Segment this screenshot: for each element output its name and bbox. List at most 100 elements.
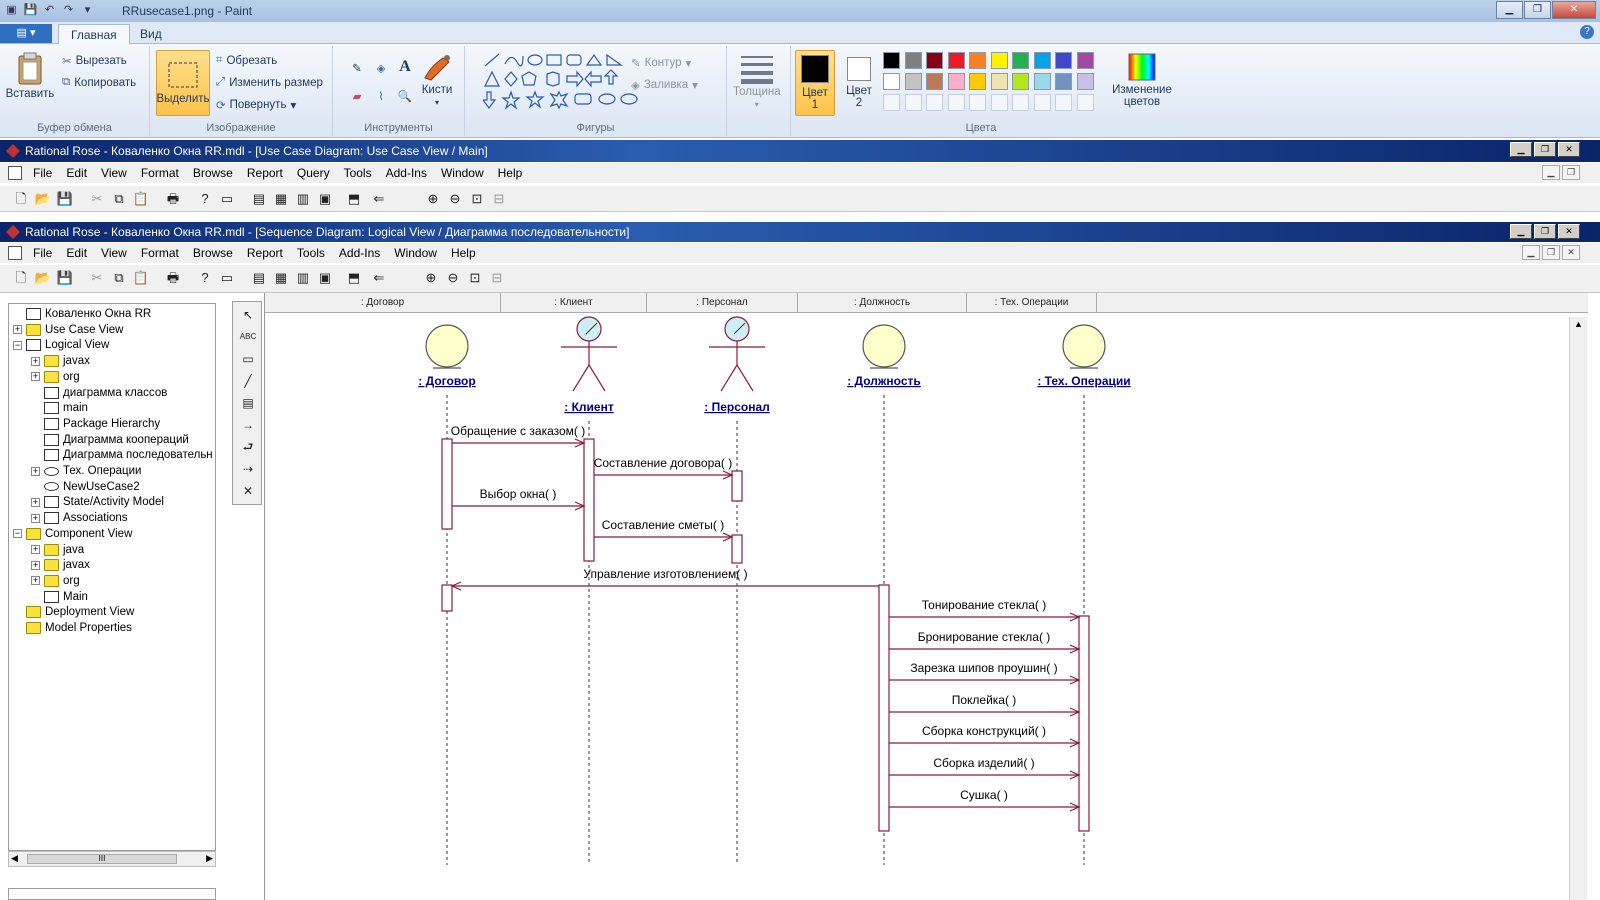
- color-swatch[interactable]: [990, 73, 1008, 90]
- fill-button[interactable]: ◈Заливка▾: [631, 78, 698, 92]
- return-message-icon[interactable]: ⇢: [242, 462, 254, 476]
- browse-deployment-diagram-icon[interactable]: ▣: [318, 270, 332, 285]
- color-swatch[interactable]: [904, 73, 922, 90]
- paste-icon[interactable]: 📋: [132, 191, 150, 206]
- color-swatch[interactable]: [1033, 73, 1051, 90]
- close-button[interactable]: ✕: [1558, 142, 1580, 157]
- browse-class-diagram-icon[interactable]: ▤: [252, 191, 266, 206]
- message-label[interactable]: Поклейка( ): [952, 693, 1017, 707]
- object-header[interactable]: : Договор: [265, 293, 501, 313]
- tree-item[interactable]: +org: [31, 369, 80, 385]
- entity-object-icon[interactable]: [425, 324, 469, 368]
- object-message-icon[interactable]: →: [242, 418, 254, 432]
- message-label[interactable]: Обращение с заказом( ): [451, 424, 585, 438]
- new-icon[interactable]: 🗋: [15, 191, 27, 206]
- color-swatch[interactable]: [969, 73, 986, 90]
- maximize-button[interactable]: ❐: [1524, 1, 1551, 19]
- activation-bar[interactable]: [731, 534, 743, 564]
- empty-color-swatch[interactable]: [1033, 94, 1051, 111]
- color-swatch[interactable]: [1033, 52, 1051, 69]
- browse-component-diagram-icon[interactable]: ▥: [296, 191, 310, 206]
- browse-interaction-diagram-icon[interactable]: ▦: [274, 270, 288, 285]
- cut-icon[interactable]: ✂: [91, 191, 103, 206]
- empty-color-swatch[interactable]: [1076, 94, 1094, 111]
- empty-color-swatch[interactable]: [904, 94, 922, 111]
- empty-color-swatch[interactable]: [926, 94, 943, 111]
- zoom-in-icon[interactable]: ⊕: [427, 191, 439, 206]
- empty-color-swatch[interactable]: [969, 94, 986, 111]
- tree-item[interactable]: +javax: [31, 353, 90, 369]
- color1-button[interactable]: Цвет 1: [795, 50, 835, 116]
- expand-icon[interactable]: +: [31, 496, 40, 507]
- object-header[interactable]: : Персонал: [647, 293, 798, 313]
- copy-icon[interactable]: ⧉: [114, 270, 124, 285]
- object-name-label[interactable]: : Тех. Операции: [1037, 374, 1130, 388]
- tab-home[interactable]: Главная: [58, 24, 130, 44]
- object-name-label[interactable]: : Должность: [847, 374, 921, 388]
- color-swatch[interactable]: [947, 73, 965, 90]
- scroll-thumb[interactable]: III: [27, 854, 177, 864]
- menu-view[interactable]: View: [101, 166, 127, 180]
- undo-icon[interactable]: ↶: [44, 4, 55, 16]
- browse-parent-icon[interactable]: ⬒: [347, 270, 361, 285]
- selection-arrow-icon[interactable]: ↖: [242, 308, 254, 322]
- activation-bar[interactable]: [731, 470, 743, 502]
- expand-icon[interactable]: +: [31, 371, 40, 382]
- scroll-left-icon[interactable]: ◀: [11, 853, 18, 863]
- menu-format[interactable]: Format: [140, 246, 179, 260]
- color-swatch[interactable]: [904, 52, 922, 69]
- color-swatch[interactable]: [1076, 73, 1094, 90]
- tree-item[interactable]: +org: [31, 573, 80, 589]
- cut-icon[interactable]: ✂: [91, 270, 103, 285]
- save-icon[interactable]: 💾: [56, 270, 74, 285]
- menu-addins[interactable]: Add-Ins: [338, 246, 381, 260]
- restore-button[interactable]: ❐: [1542, 245, 1560, 260]
- close-button[interactable]: ✕: [1552, 1, 1596, 19]
- browse-component-diagram-icon[interactable]: ▥: [296, 270, 310, 285]
- expand-icon[interactable]: +: [31, 559, 40, 570]
- message-label[interactable]: Управление изготовлением( ): [583, 567, 747, 581]
- object-header[interactable]: : Тех. Операции: [967, 293, 1097, 313]
- edit-colors-button[interactable]: Изменение цветов: [1109, 52, 1175, 108]
- collapse-icon[interactable]: −: [13, 339, 22, 350]
- browse-interaction-diagram-icon[interactable]: ▦: [274, 191, 288, 206]
- empty-color-swatch[interactable]: [1012, 94, 1029, 111]
- tree-item[interactable]: +Тех. Операции: [31, 463, 141, 479]
- copy-icon[interactable]: ⧉: [114, 191, 124, 206]
- object-name-label[interactable]: : Персонал: [704, 400, 770, 414]
- message-label[interactable]: Бронирование стекла( ): [918, 630, 1051, 644]
- tree-item[interactable]: +javax: [31, 557, 90, 573]
- model-browser-tree[interactable]: Коваленко Окна RR+Use Case View−Logical …: [8, 303, 216, 851]
- tree-item[interactable]: Диаграмма коопераций: [44, 432, 189, 448]
- minimize-button[interactable]: ▁: [1522, 245, 1540, 260]
- browser-horizontal-scrollbar[interactable]: ◀ III ▶: [8, 851, 216, 867]
- color-swatch[interactable]: [1012, 52, 1029, 69]
- tab-view[interactable]: Вид: [140, 27, 162, 41]
- outline-button[interactable]: ✎Контур▾: [631, 56, 691, 70]
- tree-item[interactable]: NewUseCase2: [44, 479, 140, 495]
- help-icon[interactable]: ?: [1580, 25, 1594, 39]
- scroll-right-icon[interactable]: ▶: [206, 853, 213, 863]
- tree-item[interactable]: Main: [44, 589, 88, 605]
- message-label[interactable]: Зарезка шипов проушин( ): [910, 661, 1057, 675]
- scroll-up-icon[interactable]: ▲: [1574, 319, 1583, 329]
- expand-icon[interactable]: +: [13, 324, 22, 335]
- color-swatch[interactable]: [883, 73, 900, 90]
- empty-color-swatch[interactable]: [1055, 94, 1072, 111]
- tree-item[interactable]: диаграмма классов: [44, 385, 167, 401]
- save-icon[interactable]: 💾: [56, 191, 74, 206]
- print-icon[interactable]: 🖶: [166, 191, 180, 206]
- zoom-out-icon[interactable]: ⊖: [447, 270, 459, 285]
- note-icon[interactable]: ▭: [242, 352, 254, 366]
- empty-color-swatch[interactable]: [947, 94, 965, 111]
- expand-icon[interactable]: +: [31, 512, 40, 523]
- paint-app-icon[interactable]: ▣: [6, 4, 17, 16]
- activation-bar[interactable]: [441, 584, 453, 612]
- tree-item[interactable]: −Logical View: [13, 337, 109, 353]
- view-doc-icon[interactable]: ▭: [220, 191, 234, 206]
- message-label[interactable]: Сборка конструкций( ): [922, 724, 1046, 738]
- menu-view[interactable]: View: [101, 246, 127, 260]
- size-button[interactable]: Толщина ▾: [733, 52, 781, 109]
- minimize-button[interactable]: ▁: [1496, 1, 1523, 19]
- color-swatch[interactable]: [969, 52, 986, 69]
